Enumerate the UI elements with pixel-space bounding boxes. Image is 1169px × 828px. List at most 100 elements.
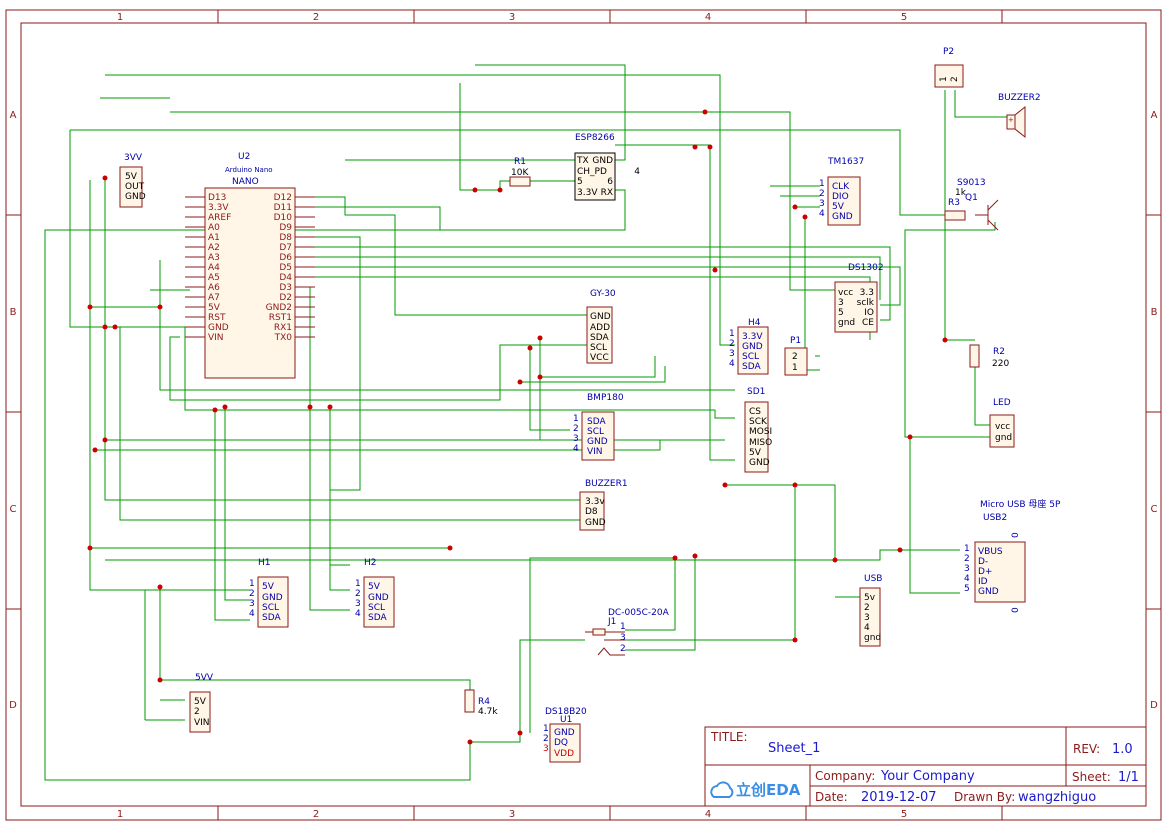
pin-label: GND2	[266, 303, 292, 313]
date-value: 2019-12-07	[861, 790, 937, 805]
pin-label: RX1	[274, 323, 292, 333]
component-name: NANO	[232, 177, 259, 187]
pin-number: 2	[729, 339, 735, 349]
pin-label: GND	[587, 437, 608, 447]
pin-label: GND	[749, 458, 770, 468]
wires	[44, 64, 1010, 781]
component-title: DS1302	[848, 263, 884, 273]
frame-col-label: 3	[509, 12, 515, 23]
pin-number: 4	[819, 209, 825, 219]
pin-label: A1	[208, 233, 220, 243]
resistor-r4: R4 4.7k	[464, 689, 498, 717]
pin-label: DQ	[554, 738, 568, 748]
pin-label: 5V	[749, 448, 762, 458]
ds18b20-sensor: DS18B20 U1 1 2 3 GND DQ VDD	[543, 707, 587, 763]
component-title: SD1	[747, 387, 765, 397]
pin-label: gnd	[838, 318, 855, 328]
frame-col-label: 3	[509, 809, 515, 820]
sheet-value: 1/1	[1118, 770, 1139, 785]
frame-row-label: B	[1151, 307, 1158, 318]
pin-label: D3	[279, 283, 292, 293]
pin-label: 5V	[832, 202, 845, 212]
component-title: TM1637	[827, 157, 864, 167]
pin-label: 5V	[208, 303, 221, 313]
pin-label: 3.3V	[742, 332, 763, 342]
component-value: 10K	[511, 168, 529, 178]
pin-label: 3.3	[860, 288, 874, 298]
frame-row-label: A	[10, 110, 17, 121]
pin-label: 2	[950, 76, 960, 82]
frame-col-label: 1	[117, 809, 123, 820]
pin-label: OUT	[125, 182, 145, 192]
header-h2: H2 1 2 3 4 5V GND SCL SDA	[355, 558, 395, 628]
pin-number: 1	[573, 414, 579, 424]
component-title: BUZZER1	[585, 479, 628, 489]
pin-label: D+	[978, 567, 992, 577]
pin-label: D10	[274, 213, 293, 223]
sheet-frame	[5, 9, 1162, 821]
pin-number: 4	[249, 609, 255, 619]
pin-label: TX0	[274, 333, 293, 343]
pin-label: GND	[125, 192, 146, 202]
rev-label: REV:	[1073, 742, 1100, 756]
pin-label: 5V	[262, 582, 275, 592]
pin-number: 3	[729, 349, 735, 359]
pin-label: 5V	[125, 172, 138, 182]
component-title: GY-30	[590, 289, 616, 299]
cloud-icon	[710, 781, 734, 798]
esp8266-module: ESP8266 TX GND CH_PD 4 5 6 3.3V RX	[574, 133, 640, 201]
pin-number: 4	[573, 444, 579, 454]
pin-number: 1	[819, 179, 825, 189]
pin-label: 2	[194, 707, 200, 717]
pin-label: A5	[208, 273, 220, 283]
buzzer2: BUZZER2 +	[998, 93, 1041, 139]
component-value: 220	[992, 359, 1009, 369]
pin-number: 3	[355, 599, 361, 609]
pin-label: AREF	[208, 213, 231, 223]
tm1637-display: TM1637 1 2 3 4 CLK DIO 5V GND	[819, 157, 864, 226]
component-title: H4	[748, 318, 761, 328]
pin-label: SDA	[590, 333, 609, 343]
frame-col-label: 1	[117, 12, 123, 23]
pin-label: D6	[279, 253, 292, 263]
component-title: 3VV	[124, 153, 143, 163]
bmp180-sensor: BMP180 1 2 3 4 SDA SCL GND VIN	[573, 393, 624, 461]
frame-col-label: 4	[705, 809, 711, 820]
pin-label: VCC	[590, 353, 609, 363]
pin-label: sclk	[857, 298, 875, 308]
pin-label: 2	[864, 603, 870, 613]
pin-label: A6	[208, 283, 220, 293]
logo-text: 立创EDA	[736, 781, 801, 799]
pin-label: A3	[208, 253, 220, 263]
pin-number: 1	[729, 329, 735, 339]
pin-label: SDA	[587, 417, 606, 427]
pin-label: SCL	[368, 603, 385, 613]
pin-label: ADD	[590, 323, 610, 333]
component-name: J1	[607, 617, 616, 627]
component-value: 4.7k	[478, 707, 498, 717]
pin-number: 4	[729, 359, 735, 369]
component-title: Micro USB 母座 5P	[980, 498, 1061, 510]
component-title: BUZZER2	[998, 93, 1041, 103]
component-title: DS18B20	[545, 707, 587, 717]
pin-label: D5	[279, 263, 292, 273]
pin-label: 3.3V	[208, 203, 229, 213]
pin-label: 6	[607, 177, 613, 187]
pin-label: 3	[838, 298, 844, 308]
title-value: Sheet_1	[768, 741, 820, 756]
pin-label: A4	[208, 263, 220, 273]
pin-label: GND	[592, 156, 613, 166]
component-title: U2	[238, 152, 250, 162]
pin-label: D8	[585, 507, 598, 517]
pin-label: 1	[939, 76, 949, 82]
pin-label: MISO	[749, 438, 772, 448]
component-title: USB	[864, 574, 882, 584]
pin-label: GND	[262, 593, 283, 603]
pin-label: vcc	[995, 422, 1010, 432]
pin-number: 3	[620, 633, 626, 643]
pin-label: 4	[864, 623, 870, 633]
drawn-by-value: wangzhiguo	[1018, 790, 1096, 805]
pin-number: 2	[964, 554, 970, 564]
pin-label: A0	[208, 223, 220, 233]
